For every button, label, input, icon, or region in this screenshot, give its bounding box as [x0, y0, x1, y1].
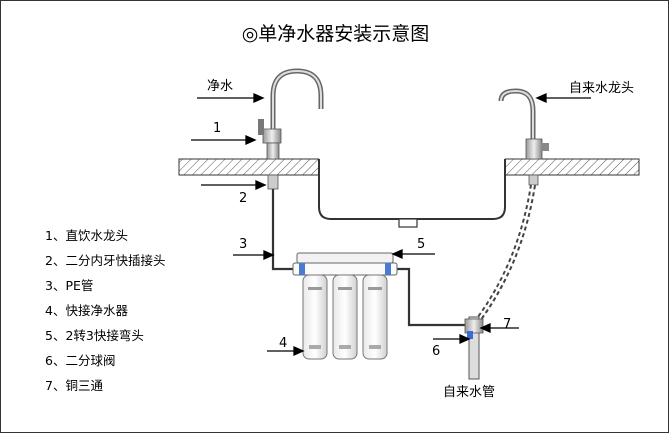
water-purifier — [292, 252, 398, 360]
legend-item: 4、快接净水器 — [45, 303, 128, 318]
pe-pipe — [271, 189, 301, 271]
sink-basin — [318, 158, 506, 228]
pure-water-faucet — [258, 68, 324, 190]
legend-item: 2、二分内牙快插接头 — [45, 253, 166, 268]
pure-water-label: 净水 — [207, 79, 234, 94]
tap-water-pipe — [464, 316, 484, 380]
diagram-title: ◎单净水器安装示意图 — [241, 23, 430, 45]
callout-3: 3 — [239, 237, 248, 252]
callout-7: 7 — [503, 317, 512, 332]
callout-2: 2 — [239, 191, 248, 206]
legend-item: 7、铜三通 — [45, 378, 103, 393]
legend-item: 3、PE管 — [45, 278, 94, 293]
callout-4: 4 — [279, 336, 288, 351]
legend-item: 5、2转3快接弯头 — [45, 328, 144, 343]
legend-item: 6、二分球阀 — [45, 353, 116, 368]
callout-5: 5 — [417, 237, 426, 252]
callout-arrows — [191, 92, 591, 357]
callout-6: 6 — [432, 344, 441, 359]
tap-water-faucet-label: 自来水龙头 — [569, 81, 635, 96]
legend-list: 1、直饮水龙头 2、二分内牙快插接头 3、PE管 4、快接净水器 5、2转3快接… — [45, 223, 165, 398]
pe-pipe-inlet — [389, 267, 467, 327]
legend-item: 1、直饮水龙头 — [45, 228, 128, 243]
tap-water-faucet — [498, 88, 549, 186]
tap-water-pipe-label: 自来水管 — [443, 385, 496, 400]
callout-1: 1 — [213, 121, 222, 136]
